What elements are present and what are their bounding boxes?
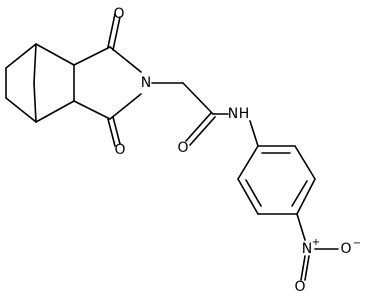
imide-ring-bonds (73, 13, 142, 147)
atom-oxygen-nitro-bottom: O (294, 279, 305, 295)
atom-hydrogen-amide: H (239, 106, 250, 122)
nitro-oxygen-charge: − (353, 238, 361, 249)
amide-linker-bonds (151, 82, 259, 147)
atom-oxygen-imide-top: O (113, 6, 124, 22)
nitro-group-bonds (296, 213, 339, 281)
bicyclic-ring-bonds (5, 43, 75, 123)
atom-nitrogen-nitro: N (302, 241, 312, 257)
atom-oxygen-amide: O (177, 140, 188, 156)
benzene-ring-bonds (237, 145, 316, 215)
atom-oxygen-nitro-right: O (340, 241, 351, 257)
atom-oxygen-imide-bottom: O (114, 142, 125, 158)
atom-nitrogen-imide: N (141, 75, 151, 91)
nitro-nitrogen-charge: + (312, 237, 320, 248)
atom-nitrogen-amide: N (228, 106, 238, 122)
